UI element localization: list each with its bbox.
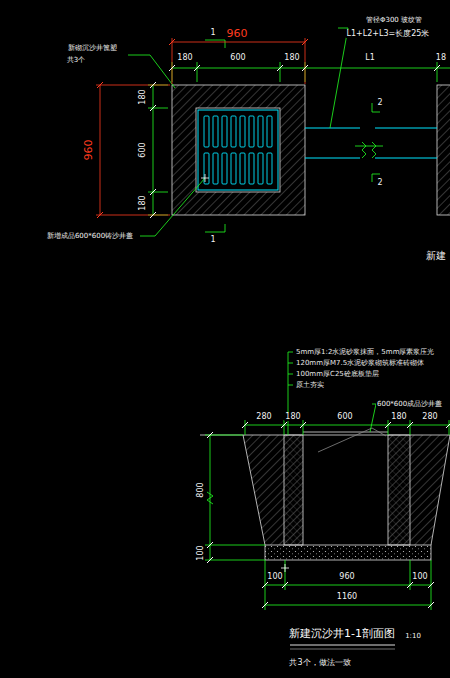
label-text: 100	[266, 573, 283, 581]
dimension-vertical: 180	[139, 88, 147, 105]
label-text: 新建	[425, 251, 447, 261]
label-text: 新增成品600*600铸沙井盖	[46, 233, 134, 240]
grate-slot	[231, 116, 236, 147]
label-text: 180	[390, 413, 407, 421]
label-text: 新砌沉沙井篦塑	[67, 45, 118, 52]
grate-slot	[249, 116, 254, 147]
label-text: L1+L2+L3=长度25米	[346, 30, 431, 38]
label-text: 180	[176, 54, 193, 62]
label-text: 共3个	[66, 57, 86, 64]
label-text: 280	[421, 413, 438, 421]
label-text: 100	[411, 573, 428, 581]
grate-slot	[258, 116, 263, 147]
label-text: 100mm厚C25砼底板垫层	[295, 371, 380, 378]
grate-slot	[213, 116, 218, 147]
grate-slot	[258, 153, 263, 184]
grate-slot	[249, 153, 254, 184]
dimension-vertical: 100	[197, 544, 205, 561]
dimension-vertical: 600	[139, 141, 147, 158]
plan-view	[96, 28, 450, 236]
label-text: 18	[435, 54, 447, 62]
label-text: 1	[209, 29, 216, 37]
label-text: 1160	[336, 593, 358, 601]
label-text: 1:10	[404, 633, 422, 640]
grate-slot	[222, 153, 227, 184]
label-text: 600	[229, 54, 246, 62]
dim-tick	[150, 65, 450, 608]
label-text: 2	[376, 179, 383, 187]
grate-slot	[222, 116, 227, 147]
grate-slot	[231, 153, 236, 184]
label-text: 600	[336, 413, 353, 421]
label-text: 960	[226, 28, 249, 39]
label-text: 2	[376, 99, 383, 107]
dimension-vertical: 960	[83, 139, 94, 162]
label-text: 180	[283, 54, 300, 62]
label-text: 280	[255, 413, 272, 421]
grate-slot	[240, 153, 245, 184]
section-caption: 新建沉沙井1-1剖面图	[288, 628, 396, 639]
grate-slot	[204, 153, 209, 184]
section-view	[97, 39, 450, 649]
grate-slot	[267, 116, 272, 147]
grate-slot	[204, 116, 209, 147]
grate-slot	[240, 116, 245, 147]
label-text: L1	[364, 54, 376, 62]
label-text: 1	[209, 236, 216, 244]
label-text: 960	[338, 573, 355, 581]
dimension-vertical: 180	[139, 194, 147, 211]
label-text: 120mm厚M7.5水泥砂浆砌筑标准砖砌体	[295, 360, 425, 367]
label-text: 600*600成品沙井盖	[376, 401, 443, 408]
label-text: 5mm厚1:2水泥砂浆抹面，5mm厚素浆压光	[295, 349, 435, 356]
label-text: 共3个，做法一致	[288, 659, 351, 667]
dim-tick	[97, 39, 308, 218]
label-text: 180	[284, 413, 301, 421]
grate-slot	[213, 153, 218, 184]
label-text: 原土夯实	[295, 382, 325, 389]
label-text: 管径Φ300 玻纹管	[365, 17, 423, 24]
dimension-vertical: 800	[197, 481, 205, 498]
grate-slot	[267, 153, 272, 184]
